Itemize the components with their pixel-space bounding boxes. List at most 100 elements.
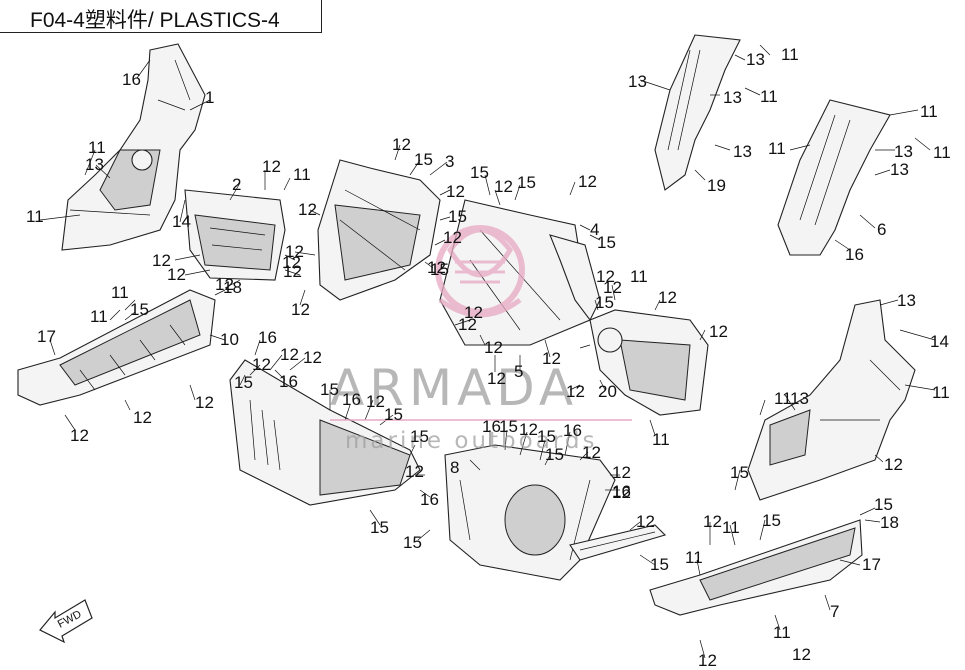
callout-label-13: 13	[628, 72, 647, 91]
callout-label-11: 11	[90, 307, 108, 326]
callout-label-12: 12	[658, 288, 677, 307]
callout-label-12: 12	[283, 262, 302, 281]
callout-label-12: 12	[215, 275, 234, 294]
callout-label-13: 13	[894, 142, 913, 161]
callout-label-16: 16	[420, 490, 439, 509]
callout-label-12: 12	[252, 355, 271, 374]
callout-label-15: 15	[537, 427, 556, 446]
callout-label-12: 12	[566, 382, 585, 401]
callout-label-15: 15	[384, 405, 403, 424]
part-10-left-step	[17, 289, 216, 406]
callout-label-12: 12	[484, 338, 503, 357]
callout-label-12: 12	[487, 369, 506, 388]
callout-label-12: 12	[596, 267, 615, 286]
callout-label-4: 4	[590, 220, 599, 239]
callout-label-13: 13	[723, 88, 742, 107]
callout-label-15: 15	[234, 373, 253, 392]
page-title: F04-4塑料件/ PLASTICS-4	[30, 9, 280, 32]
callout-label-13: 13	[790, 389, 809, 408]
callout-label-13: 13	[746, 50, 765, 69]
callout-label-14: 14	[930, 332, 949, 351]
callout-label-12: 12	[494, 177, 513, 196]
callout-label-7: 7	[830, 602, 839, 621]
callout-label-13: 13	[897, 291, 916, 310]
callout-label-12: 12	[280, 345, 299, 364]
callout-label-12: 12	[443, 228, 462, 247]
callout-label-12: 12	[405, 462, 424, 481]
callout-label-12: 12	[262, 157, 281, 176]
callout-label-12: 12	[603, 278, 622, 297]
callout-label-12: 12	[303, 348, 322, 367]
callout-label-16: 16	[845, 245, 864, 264]
callout-label-12: 12	[542, 349, 561, 368]
callout-label-12: 12	[392, 135, 411, 154]
part-left-floor-tray	[229, 359, 421, 506]
callout-label-15: 15	[595, 293, 614, 312]
callout-label-3: 3	[445, 152, 454, 171]
callout-label-12: 12	[167, 265, 186, 284]
callout-label-15: 15	[448, 207, 467, 226]
callout-label-12: 12	[698, 651, 717, 670]
callout-label-15: 15	[370, 518, 389, 537]
callout-label-6: 6	[877, 220, 886, 239]
callout-label-12: 12	[519, 420, 538, 439]
callout-label-19: 19	[707, 176, 726, 195]
callout-label-15: 15	[403, 533, 422, 552]
part-2-inner-console	[184, 189, 286, 281]
callout-label-12: 12	[582, 443, 601, 462]
callout-label-17: 17	[37, 327, 56, 346]
callout-label-12: 12	[464, 303, 483, 322]
callout-label-15: 15	[517, 173, 536, 192]
callout-label-11: 11	[768, 139, 786, 158]
callout-label-15: 15	[470, 163, 489, 182]
callout-label-12: 12	[70, 426, 89, 445]
callout-label-11: 11	[111, 283, 129, 302]
callout-label-12: 12	[366, 392, 385, 411]
callout-label-2: 2	[232, 175, 241, 194]
callout-label-12: 12	[298, 200, 317, 219]
callout-label-12: 12	[612, 463, 631, 482]
callout-label-11: 11	[88, 138, 106, 157]
callout-label-16: 16	[279, 372, 298, 391]
callout-label-12: 12	[282, 253, 301, 272]
callout-label-12: 12	[133, 408, 152, 427]
leader-lines	[39, 44, 936, 659]
callout-label-12: 12	[427, 258, 446, 277]
callout-label-15: 15	[430, 260, 449, 279]
callout-label-12: 12	[285, 242, 304, 261]
part-3-center-panel	[317, 159, 441, 301]
title-box: F04-4塑料件/ PLASTICS-4	[0, 0, 322, 33]
callout-label-12: 12	[612, 483, 631, 502]
callout-label-12: 12	[709, 322, 728, 341]
callout-label-15: 15	[730, 463, 749, 482]
callout-label-15: 15	[762, 511, 781, 530]
callout-label-11: 11	[26, 207, 44, 226]
callout-label-16: 16	[612, 482, 631, 501]
callout-label-11: 11	[685, 548, 703, 567]
callout-label-15: 15	[650, 555, 669, 574]
callout-label-15: 15	[499, 417, 518, 436]
callout-label-16: 16	[482, 417, 501, 436]
callout-label-11: 11	[933, 143, 951, 162]
callout-label-12: 12	[578, 172, 597, 191]
part-1-left-side-panel	[61, 43, 206, 251]
part-8-floor-strip	[569, 524, 667, 561]
callout-label-13: 13	[890, 160, 909, 179]
callout-label-13: 13	[733, 142, 752, 161]
callout-label-11: 11	[773, 623, 791, 642]
callout-label-15: 15	[410, 427, 429, 446]
watermark-tagline: marine outboards	[345, 428, 597, 454]
callout-label-11: 11	[932, 383, 950, 402]
callout-label-12: 12	[291, 300, 310, 319]
callout-label-20: 20	[598, 382, 617, 401]
callout-label-12: 12	[152, 251, 171, 270]
callout-label-15: 15	[320, 380, 339, 399]
part-6-right-side-panel	[747, 299, 916, 501]
callout-label-15: 15	[597, 233, 616, 252]
callout-label-11: 11	[722, 518, 740, 537]
callout-label-15: 15	[414, 150, 433, 169]
part-20-upper-guard	[654, 34, 741, 191]
callout-label-15: 15	[545, 445, 564, 464]
callout-label-11: 11	[774, 389, 792, 408]
